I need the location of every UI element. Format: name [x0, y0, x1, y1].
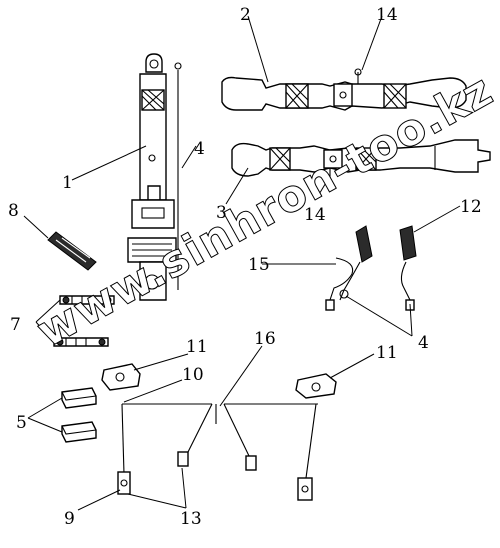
callout-2: 2 [240, 5, 251, 25]
leader-lines [23, 15, 461, 511]
callout-13: 13 [180, 509, 202, 529]
callout-4-lower: 4 [418, 333, 429, 353]
part-1-retractor [127, 53, 182, 301]
part-8-clip [47, 231, 97, 271]
callout-10: 10 [182, 365, 204, 385]
part-12-harness [262, 225, 417, 311]
part-2-belt [221, 68, 467, 111]
callout-1: 1 [62, 173, 73, 193]
callout-12: 12 [460, 197, 482, 217]
callout-7: 7 [10, 315, 21, 335]
callout-numbers: 1 2 3 4 4 5 7 8 9 10 11 11 12 13 14 14 1… [8, 5, 482, 529]
watermark: www.sinhron-too.kz [29, 65, 500, 358]
callout-8: 8 [8, 201, 19, 221]
part-11-housing-left [101, 363, 141, 391]
part-11-housing-right [295, 373, 337, 399]
part-7-anchors [53, 295, 115, 347]
part-5-blocks [61, 387, 97, 443]
callout-9: 9 [64, 509, 75, 529]
callout-14-bottom: 14 [304, 205, 326, 225]
callout-15: 15 [248, 255, 270, 275]
callout-14-top: 14 [376, 5, 398, 25]
callout-16: 16 [254, 329, 276, 349]
callout-3: 3 [216, 203, 227, 223]
lower-rod-assembly [117, 403, 318, 501]
callout-11-right: 11 [376, 343, 398, 363]
part-3-belt [231, 139, 491, 178]
callout-11-left: 11 [186, 337, 208, 357]
callout-5: 5 [16, 413, 27, 433]
callout-4-upper: 4 [194, 139, 205, 159]
